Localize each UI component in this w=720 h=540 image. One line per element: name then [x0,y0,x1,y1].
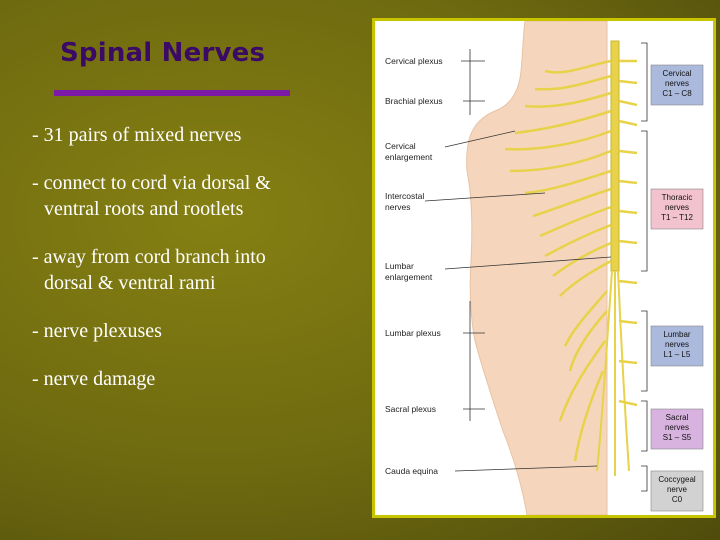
spinal-cord [610,40,620,272]
body-silhouette [466,21,608,515]
box-text: nerve [667,485,688,494]
cauda-equina [596,270,630,476]
box-text: nerves [665,203,689,212]
box-sacral-nerves: Sacral nerves S1 – S5 [650,408,704,450]
box-text: Thoracic [662,193,693,202]
slide-title: Spinal Nerves [60,38,266,68]
label-intercostal-nerves: Intercostal [385,191,424,201]
bullet-text-continued: dorsal & ventral rami [44,272,216,294]
box-thoracic-nerves: Thoracic nerves T1 – T12 [650,188,704,230]
bullet-text: - nerve damage [32,368,156,390]
box-text: L1 – L5 [664,350,691,359]
box-lumbar-nerves: Lumbar nerves L1 – L5 [650,325,704,367]
bullet-text: - connect to cord via dorsal & [32,172,271,194]
box-text: Lumbar [663,330,690,339]
anatomy-illustration: Cervical plexus Brachial plexus Cervical… [385,21,704,515]
spinal-nerves-figure: Cervical plexus Brachial plexus Cervical… [372,18,716,518]
bullet-item: - away from cord branch into dorsal & ve… [32,244,352,296]
bullet-text: - 31 pairs of mixed nerves [32,124,242,146]
box-text: Cervical [663,69,692,78]
box-text: T1 – T12 [661,213,693,222]
leader-lines [424,49,612,472]
label-sacral-plexus: Sacral plexus [385,404,436,414]
box-coccygeal-nerve: Coccygeal nerve C0 [650,470,704,512]
label-cauda-equina: Cauda equina [385,466,438,476]
title-underline [54,90,290,96]
box-text: C1 – C8 [662,89,692,98]
bullet-text: - away from cord branch into [32,246,266,268]
bullet-item: - connect to cord via dorsal & ventral r… [32,170,352,222]
segment-brackets [641,42,648,492]
label-cervical-enlargement-2: enlargement [385,152,433,162]
box-text: nerves [665,423,689,432]
box-text: nerves [665,340,689,349]
box-text: S1 – S5 [663,433,692,442]
label-lumbar-enlargement-2: enlargement [385,272,433,282]
label-brachial-plexus: Brachial plexus [385,96,443,106]
bullet-item: - 31 pairs of mixed nerves [32,122,352,148]
box-text: Coccygeal [658,475,696,484]
box-text: C0 [672,495,683,504]
box-cervical-nerves: Cervical nerves C1 – C8 [650,64,704,106]
label-intercostal-nerves-2: nerves [385,202,411,212]
label-lumbar-enlargement: Lumbar [385,261,414,271]
bullet-list: - 31 pairs of mixed nerves - connect to … [32,122,352,414]
box-text: nerves [665,79,689,88]
bullet-item: - nerve plexuses [32,318,352,344]
bullet-item: - nerve damage [32,366,352,392]
bullet-text: - nerve plexuses [32,320,162,342]
nerve-branches [504,59,638,462]
box-text: Sacral [666,413,689,422]
label-lumbar-plexus: Lumbar plexus [385,328,441,338]
label-cervical-plexus: Cervical plexus [385,56,443,66]
label-cervical-enlargement: Cervical [385,141,416,151]
bullet-text-continued: ventral roots and rootlets [44,198,244,220]
